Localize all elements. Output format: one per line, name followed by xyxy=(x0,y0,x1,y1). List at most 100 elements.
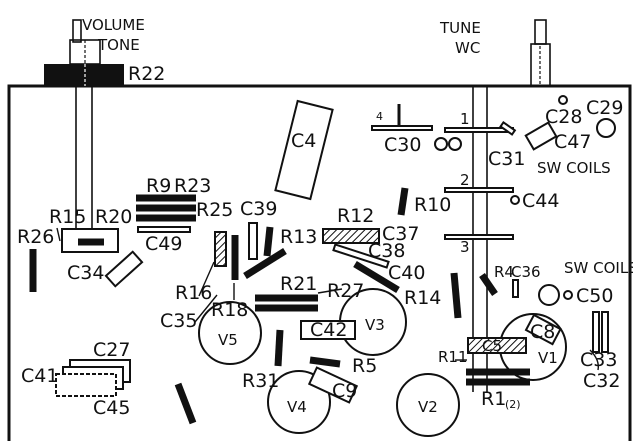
capacitor-c42-label: C45 xyxy=(93,397,130,419)
svg-text:C50: C50 xyxy=(576,285,613,307)
tune-label: TUNE xyxy=(439,19,481,37)
sw-coils-label-upper: SW COILS xyxy=(537,159,611,177)
svg-text:C36: C36 xyxy=(511,263,541,281)
resistor-r16-label: R16 xyxy=(175,282,212,304)
resistor-r1-label: R1 xyxy=(481,388,506,410)
capacitor-c30: C30 xyxy=(384,134,462,156)
svg-text:C8: C8 xyxy=(530,321,555,343)
resistor-r13-label: R13 xyxy=(280,226,317,248)
svg-text:C5: C5 xyxy=(482,337,502,355)
capacitor-c50: C50 xyxy=(538,284,613,307)
capacitor-c32-label: C32 xyxy=(583,370,620,392)
capacitor-c8: C8 xyxy=(524,313,562,346)
resistor-r11-label: R11 xyxy=(438,348,468,366)
resistor-r17-alt xyxy=(243,248,287,279)
svg-text:C31: C31 xyxy=(488,148,525,170)
gang-number-1: 1 xyxy=(460,110,470,128)
resistor-r26 xyxy=(274,329,284,367)
capacitor-c29: C29 xyxy=(586,97,623,138)
svg-text:C38: C38 xyxy=(368,240,405,262)
svg-text:C28: C28 xyxy=(545,106,582,128)
resistor-r19-label: R25 xyxy=(196,199,233,221)
resistor-r15-label: R15 xyxy=(49,206,86,228)
svg-text:C4: C4 xyxy=(291,130,316,152)
svg-text:C37: C37 xyxy=(382,223,419,245)
gang-number-4: 4 xyxy=(376,110,383,123)
svg-text:C34: C34 xyxy=(67,262,104,284)
capacitor-c33: C33 xyxy=(580,311,617,371)
resistor-r5 xyxy=(309,356,341,368)
resistor-r12-label: R12 xyxy=(337,205,374,227)
svg-text:V2: V2 xyxy=(418,398,438,416)
resistor-r22-label: R22 xyxy=(128,63,165,85)
volume-label: VOLUME xyxy=(82,16,145,34)
resistor-r5-label: R5 xyxy=(352,355,377,377)
r22-potentiometer-body xyxy=(44,64,124,86)
capacitor-c28: C28 xyxy=(545,95,582,128)
tone-label: TONE xyxy=(97,36,140,54)
capacitor-c34: C36 xyxy=(511,263,541,298)
wc-label: WC xyxy=(455,39,480,57)
capacitor-c41-label: C41 xyxy=(21,365,58,387)
capacitor-c44: C42 xyxy=(300,319,356,341)
resistor-r27 xyxy=(174,382,197,425)
chassis-outline xyxy=(7,84,632,441)
svg-text:V4: V4 xyxy=(287,398,307,416)
capacitor-c35: C37 xyxy=(322,223,419,245)
resistor-stack-r9-r19 xyxy=(136,194,196,222)
resistor-r21-label: R21 xyxy=(280,273,317,295)
svg-text:C30: C30 xyxy=(384,134,421,156)
svg-text:C27: C27 xyxy=(93,339,130,361)
valve-v2: V2 xyxy=(396,373,460,437)
resistor-r1-quantity: (2) xyxy=(505,398,521,411)
capacitor-c49: C49 xyxy=(137,226,191,255)
svg-text:C9: C9 xyxy=(332,380,357,402)
capacitor-c38-label: C40 xyxy=(388,262,425,284)
resistor-r4 xyxy=(450,272,462,319)
svg-text:C29: C29 xyxy=(586,97,623,119)
resistor-r17-label: R18 xyxy=(211,299,248,321)
svg-text:C39: C39 xyxy=(240,198,277,220)
gang-number-2: 2 xyxy=(460,171,470,189)
gang-number-3: 3 xyxy=(460,238,470,256)
capacitor-c9: C9 xyxy=(307,366,359,404)
tuning-gang xyxy=(371,86,514,392)
svg-text:V5: V5 xyxy=(218,331,238,349)
resistor-r14-label: R14 xyxy=(404,287,441,309)
capacitor-c5: C5 xyxy=(467,337,527,355)
valve-v5: V5 xyxy=(198,301,262,365)
resistor-r16-hatched xyxy=(214,231,227,267)
sw-coils-label-lower: SW COILS xyxy=(564,259,633,277)
capacitor-c31: C31 xyxy=(488,120,525,170)
tune-spindle xyxy=(530,19,551,87)
resistor-r4-arm xyxy=(479,273,498,296)
capacitor-c40-label: C35 xyxy=(160,310,197,332)
capacitor-c27-stack: C27 xyxy=(55,339,131,397)
svg-text:C42: C42 xyxy=(310,319,347,341)
resistor-r13 xyxy=(263,226,274,257)
svg-text:C49: C49 xyxy=(145,233,182,255)
capacitor-c45: C44 xyxy=(510,190,559,212)
svg-text:V1: V1 xyxy=(538,349,558,367)
capacitor-c39: C39 xyxy=(240,198,277,260)
svg-text:C47: C47 xyxy=(554,131,591,153)
capacitor-c47: C47 xyxy=(524,121,591,153)
resistor-r18-label: R23 xyxy=(174,175,211,197)
resistor-r25-label: R27 xyxy=(327,280,364,302)
capacitor-c37: C34 xyxy=(67,250,144,288)
resistor-r10 xyxy=(397,187,409,216)
resistor-r26-label: R31 xyxy=(242,370,279,392)
resistor-r4-label: R4 xyxy=(494,263,514,281)
resistor-r20-label: R20 xyxy=(95,206,132,228)
resistor-r9-label: R9 xyxy=(146,175,171,197)
valve-v3: V3 xyxy=(339,288,407,356)
capacitor-c36: C38 xyxy=(332,240,405,269)
resistor-r23-label: R26 xyxy=(17,226,54,248)
pointer-arrows xyxy=(56,227,600,371)
svg-text:C33: C33 xyxy=(580,349,617,371)
resistor-r14 xyxy=(353,261,400,293)
svg-text:V3: V3 xyxy=(365,316,385,334)
svg-text:C44: C44 xyxy=(522,190,559,212)
volume-tone-spindle xyxy=(69,19,101,230)
